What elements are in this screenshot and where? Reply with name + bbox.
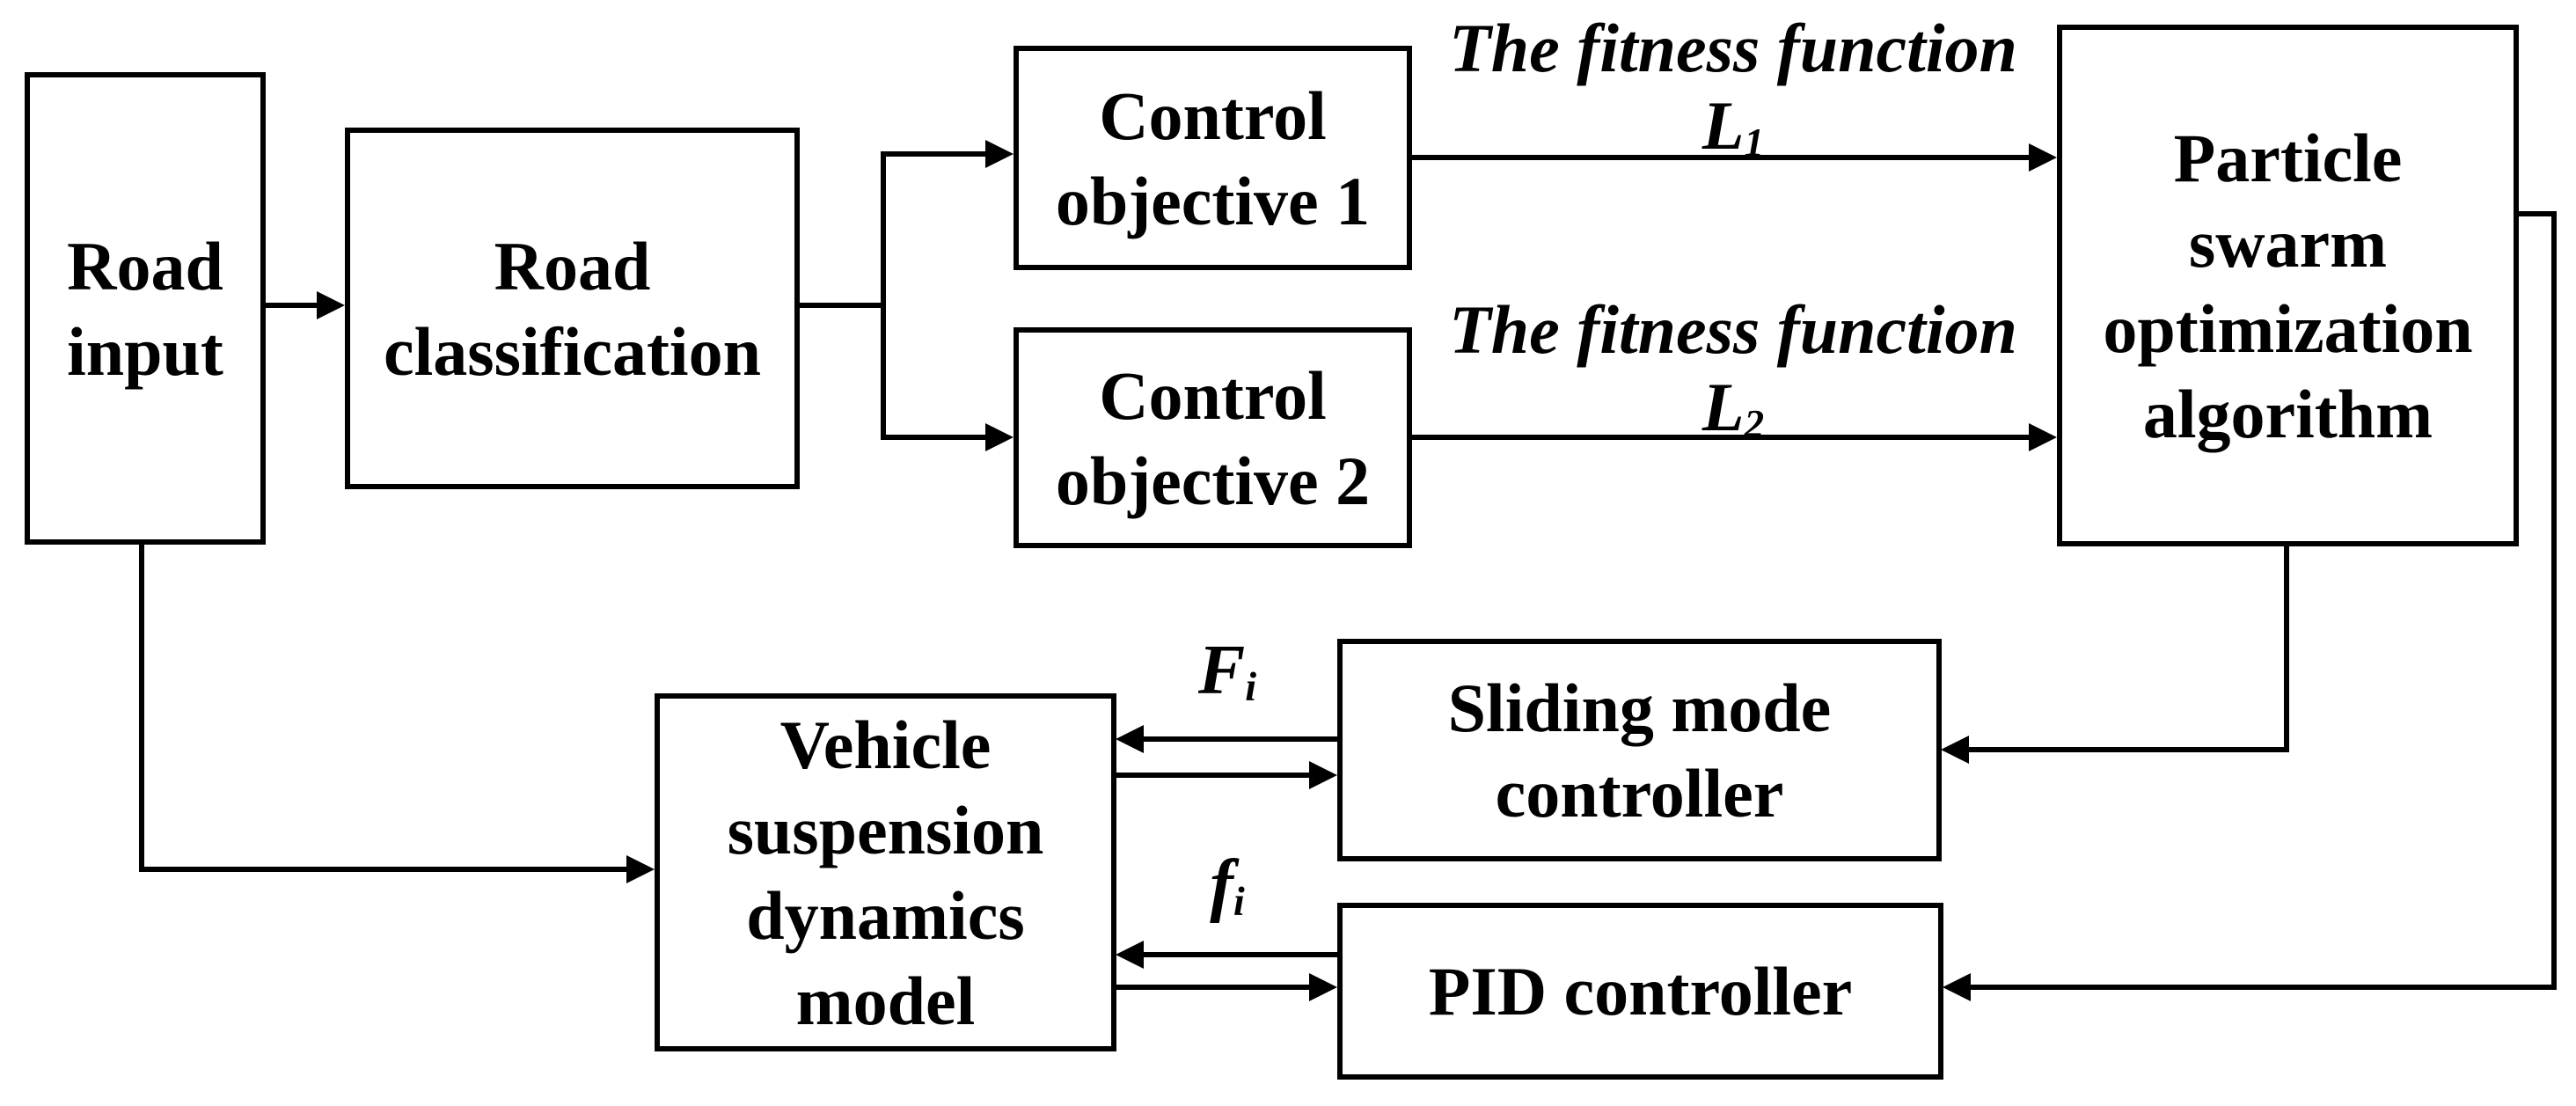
control-objective-2-label-line2: objective 2	[1055, 442, 1371, 519]
pso-label-line1: Particle	[2173, 119, 2403, 196]
road-classification-label-line1: Road	[494, 227, 651, 304]
fitness-1-symbol: L1	[1701, 87, 1765, 165]
arrow-sliding-to-vehicle-line	[1144, 736, 1337, 742]
fitness-1-text: The fitness function	[1449, 10, 2017, 86]
arrow-pid-to-vehicle-head	[1116, 941, 1144, 969]
vehicle-label-line4: model	[795, 962, 976, 1039]
fitness-function-label-1: The fitness function L1	[1425, 14, 2041, 170]
pso-label-line3: optimization	[2103, 289, 2473, 367]
arrow-pso-to-pid-line	[1971, 985, 2557, 990]
pso-to-pid-vertical-line	[2551, 211, 2557, 990]
control-objective-2-box: Control objective 2	[1014, 327, 1412, 548]
branch-vertical-line	[881, 151, 886, 440]
arrow-objective1-to-pso-line	[1411, 155, 2032, 160]
vehicle-label-line3: dynamics	[746, 876, 1025, 954]
classification-output-line	[799, 303, 886, 308]
vehicle-label-line1: Vehicle	[779, 706, 992, 783]
arrow-branch-to-objective2-head	[985, 423, 1014, 451]
particle-swarm-optimization-box: Particle swarm optimization algorithm	[2057, 25, 2519, 546]
arrow-sliding-to-vehicle-head	[1116, 725, 1144, 753]
fitness-function-label-2: The fitness function L2	[1425, 296, 2041, 451]
road-input-label-line2: input	[67, 312, 223, 390]
arrow-pso-to-sliding-head	[1941, 736, 1969, 764]
pso-label-line4: algorithm	[2142, 375, 2433, 452]
fitness-2-text: The fitness function	[1449, 291, 2017, 368]
pso-label-line2: swarm	[2188, 204, 2388, 282]
force-pid-label: fi	[1210, 846, 1245, 926]
arrow-objective2-to-pso-head	[2029, 423, 2057, 451]
pso-right-stub-line	[2518, 211, 2557, 216]
arrow-vehicle-to-pid-head	[1309, 973, 1337, 1001]
control-objective-1-label-line2: objective 1	[1055, 162, 1371, 239]
arrow-branch-to-objective1-head	[985, 140, 1014, 168]
arrow-branch-to-objective2-line	[881, 435, 987, 440]
arrow-pso-to-sliding-line	[1969, 747, 2289, 752]
arrow-vehicle-to-pid-line	[1116, 985, 1311, 990]
force-sliding-label: Fi	[1197, 632, 1257, 711]
arrow-pid-to-vehicle-line	[1144, 952, 1337, 957]
arrow-vehicle-to-sliding-head	[1309, 761, 1337, 789]
control-objective-1-box: Control objective 1	[1014, 46, 1412, 270]
arrow-branch-to-objective1-line	[881, 151, 987, 157]
control-objective-1-label-line1: Control	[1099, 77, 1327, 154]
control-objective-2-label-line1: Control	[1099, 356, 1327, 434]
arrow-road-input-to-vehicle-line	[139, 867, 628, 872]
vehicle-label-line2: suspension	[727, 791, 1044, 868]
pid-label-line1: PID controller	[1428, 953, 1853, 1029]
arrow-vehicle-to-sliding-line	[1116, 773, 1311, 778]
road-classification-label-line2: classification	[384, 312, 761, 390]
road-classification-box: Road classification	[345, 128, 800, 489]
road-input-box: Road input	[25, 72, 266, 545]
arrow-objective2-to-pso-line	[1411, 435, 2032, 440]
arrow-pso-to-pid-head	[1943, 973, 1971, 1001]
arrow-road-input-to-classification-line	[264, 303, 318, 308]
road-input-to-vehicle-vertical-line	[139, 544, 144, 872]
pid-controller-box: PID controller	[1337, 903, 1943, 1080]
sliding-mode-label-line1: Sliding mode	[1447, 669, 1832, 746]
arrow-road-input-to-classification-head	[317, 291, 345, 319]
sliding-mode-label-line2: controller	[1495, 754, 1784, 831]
pso-to-sliding-vertical-line	[2284, 546, 2289, 752]
road-input-label-line1: Road	[67, 227, 223, 304]
vehicle-suspension-dynamics-box: Vehicle suspension dynamics model	[655, 693, 1116, 1051]
arrow-objective1-to-pso-head	[2029, 143, 2057, 172]
sliding-mode-controller-box: Sliding mode controller	[1337, 639, 1942, 861]
arrow-road-input-to-vehicle-head	[626, 855, 655, 883]
